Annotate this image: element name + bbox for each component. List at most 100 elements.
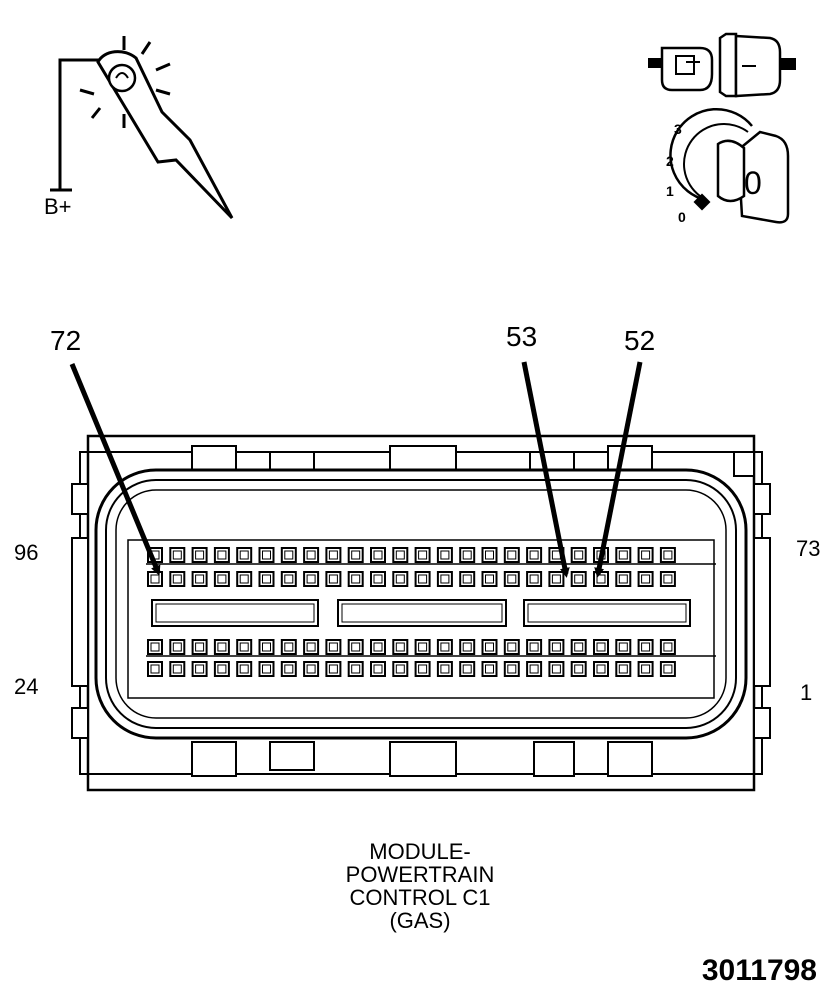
caption-line-1: MODULE- bbox=[369, 839, 471, 864]
pin-cavity bbox=[303, 639, 320, 655]
pin-cavity bbox=[548, 639, 565, 655]
pin-cavity bbox=[526, 639, 543, 655]
pin-cavity bbox=[191, 571, 208, 587]
pin-cavity bbox=[593, 639, 609, 655]
pin-cavity bbox=[147, 661, 163, 677]
pin-cavity bbox=[280, 661, 297, 677]
pin-cavity bbox=[436, 571, 453, 587]
pin-cavity bbox=[503, 547, 520, 563]
pin-cavity bbox=[325, 571, 342, 587]
pin-cavity-inner bbox=[351, 664, 361, 674]
pin-cavity-inner bbox=[641, 550, 651, 560]
pin-cavity bbox=[169, 547, 186, 563]
callout-pin-72: 72 bbox=[50, 325, 81, 356]
pin-cavities bbox=[146, 547, 716, 677]
pin-cavity-inner bbox=[418, 550, 428, 560]
pin-cavity bbox=[392, 547, 409, 563]
pin-cavity-inner bbox=[529, 642, 539, 652]
pin-label-1: 1 bbox=[800, 680, 812, 705]
pin-cavity-inner bbox=[641, 574, 651, 584]
pin-cavity-inner bbox=[462, 574, 472, 584]
pin-cavity-inner bbox=[618, 642, 628, 652]
pin-cavity-inner bbox=[663, 574, 673, 584]
pin-cavity bbox=[637, 547, 654, 563]
pin-cavity bbox=[370, 661, 386, 677]
pin-cavity bbox=[370, 547, 386, 563]
pin-cavity-inner bbox=[462, 642, 472, 652]
pin-cavity-inner bbox=[440, 550, 450, 560]
pin-cavity-inner bbox=[440, 664, 450, 674]
pin-cavity bbox=[459, 547, 476, 563]
pin-cavity-inner bbox=[373, 642, 383, 652]
pin-cavity-inner bbox=[440, 574, 450, 584]
pin-cavity bbox=[548, 571, 565, 587]
pin-cavity-inner bbox=[485, 574, 494, 584]
pin-cavity-inner bbox=[217, 550, 227, 560]
pin-cavity bbox=[414, 547, 431, 563]
pin-cavity bbox=[570, 661, 587, 677]
pin-cavity-inner bbox=[574, 574, 584, 584]
pin-cavity-inner bbox=[462, 550, 472, 560]
key-label: 0 bbox=[744, 165, 762, 201]
pin-cavity bbox=[637, 661, 654, 677]
ignition-pos-0: 0 bbox=[678, 209, 686, 225]
pin-cavity-inner bbox=[485, 550, 494, 560]
pin-cavity-inner bbox=[596, 664, 606, 674]
connector-caption: MODULE- POWERTRAIN CONTROL C1 (GAS) bbox=[300, 840, 540, 932]
pin-cavity bbox=[392, 639, 409, 655]
pin-cavity bbox=[280, 639, 297, 655]
pin-cavity bbox=[347, 547, 364, 563]
pin-cavity bbox=[191, 639, 208, 655]
connector-disconnect-icon bbox=[648, 32, 796, 98]
pin-cavity-inner bbox=[172, 574, 182, 584]
pin-cavity-inner bbox=[284, 642, 294, 652]
ignition-key-icon: 0 3 2 1 0 bbox=[666, 107, 790, 225]
pin-cavity bbox=[481, 661, 498, 677]
pin-cavity-inner bbox=[440, 642, 450, 652]
pin-cavity bbox=[147, 639, 163, 655]
pin-cavity-inner bbox=[574, 664, 584, 674]
pin-cavity-inner bbox=[574, 550, 584, 560]
pin-cavity bbox=[325, 639, 342, 655]
pin-cavity bbox=[548, 661, 565, 677]
ignition-pos-3: 3 bbox=[674, 121, 682, 137]
pin-cavity bbox=[414, 661, 431, 677]
pin-label-24: 24 bbox=[14, 674, 38, 699]
pin-cavity bbox=[526, 547, 543, 563]
pin-cavity-inner bbox=[395, 642, 405, 652]
pin-cavity bbox=[191, 547, 208, 563]
figure-number: 3011798 bbox=[701, 954, 817, 987]
pin-cavity-inner bbox=[239, 642, 249, 652]
pin-cavity-inner bbox=[217, 642, 227, 652]
pin-cavity-inner bbox=[462, 664, 472, 674]
pin-cavity-inner bbox=[551, 574, 561, 584]
pin-cavity bbox=[370, 639, 386, 655]
pin-cavity bbox=[347, 571, 364, 587]
pin-cavity-inner bbox=[574, 642, 584, 652]
pin-cavity bbox=[481, 639, 498, 655]
pin-cavity-inner bbox=[239, 574, 249, 584]
pin-cavity bbox=[659, 547, 676, 563]
callout-pin-52: 52 bbox=[624, 325, 655, 356]
pin-cavity bbox=[303, 661, 320, 677]
pin-cavity-inner bbox=[195, 550, 205, 560]
pin-cavity-inner bbox=[485, 664, 494, 674]
pin-cavity-inner bbox=[663, 642, 673, 652]
pin-cavity bbox=[236, 661, 253, 677]
pin-cavity bbox=[303, 547, 320, 563]
pin-cavity-inner bbox=[418, 574, 428, 584]
pin-cavity bbox=[659, 571, 676, 587]
pin-cavity bbox=[325, 547, 342, 563]
pin-cavity bbox=[615, 639, 632, 655]
pin-cavity-inner bbox=[351, 642, 361, 652]
pin-cavity-inner bbox=[262, 664, 271, 674]
pin-cavity bbox=[436, 639, 453, 655]
pin-cavity bbox=[280, 547, 297, 563]
pin-cavity-inner bbox=[529, 574, 539, 584]
pin-cavity bbox=[325, 661, 342, 677]
pin-cavity-inner bbox=[284, 550, 294, 560]
pin-cavity bbox=[258, 571, 275, 587]
pin-cavity-inner bbox=[306, 550, 316, 560]
pin-cavity-inner bbox=[373, 550, 383, 560]
pin-cavity bbox=[169, 639, 186, 655]
